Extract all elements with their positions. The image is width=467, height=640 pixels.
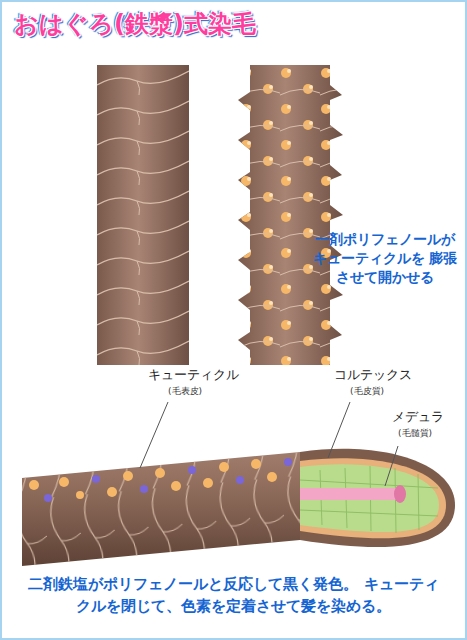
part-name: メデュラ bbox=[392, 408, 444, 426]
process-note: 一剤ポリフェノールが キューティクルを 膨張させて開かせる bbox=[312, 230, 458, 287]
part-name: コルテックス bbox=[334, 366, 412, 384]
part-subname: (毛表皮) bbox=[168, 385, 202, 398]
part-subname: (毛皮質) bbox=[350, 385, 384, 398]
part-subname: (毛髄質) bbox=[398, 427, 432, 440]
part-name: キューティクル bbox=[148, 366, 239, 384]
caption: 二剤鉄塩がポリフェノールと反応して黒く発色。 キューティクルを閉じて、色素を定着… bbox=[28, 574, 439, 618]
diagram-title: おはぐろ(鉄漿)式染毛 bbox=[14, 8, 256, 40]
